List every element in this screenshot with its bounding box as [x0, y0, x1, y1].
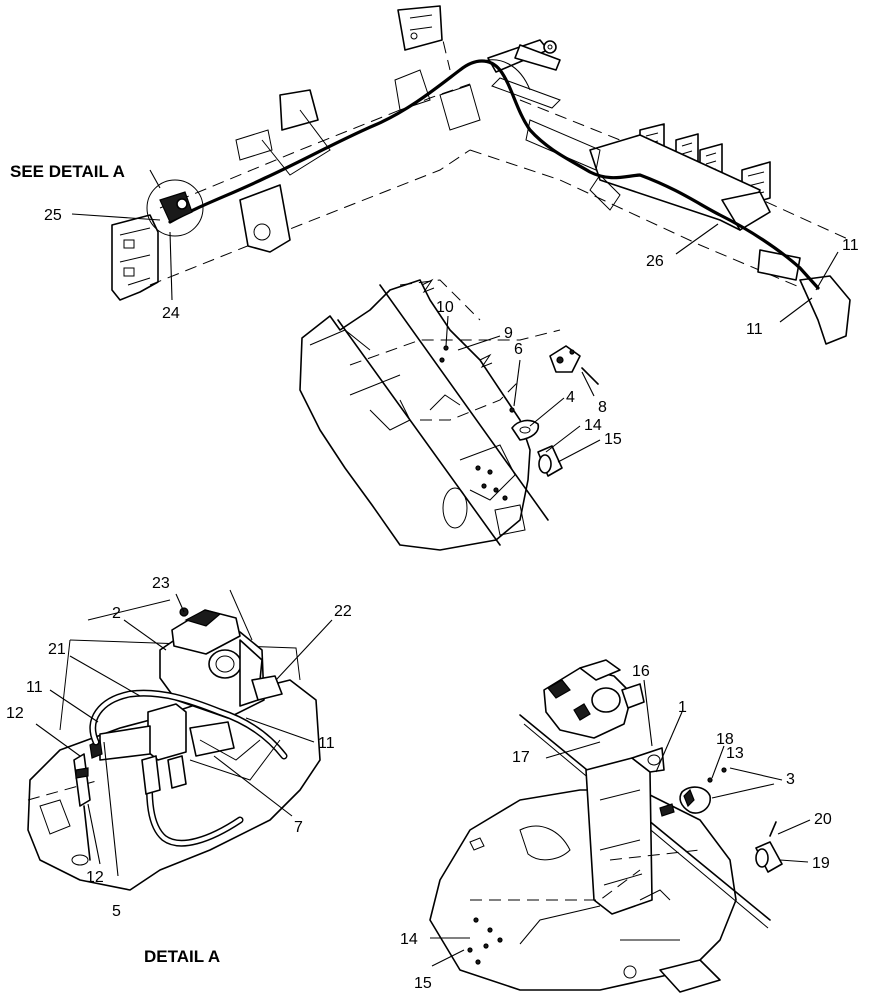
- detail-a-view: [27, 589, 321, 891]
- callout-14-bottom: 14: [400, 931, 418, 948]
- callout-2: 2: [112, 605, 121, 622]
- callout-11-top-b: 11: [746, 321, 763, 338]
- frame-assembly-view: [111, 5, 851, 345]
- callout-3: 3: [786, 771, 795, 788]
- callout-12-detail-a: 12: [6, 705, 24, 722]
- callout-23: 23: [152, 575, 170, 592]
- callout-15-bottom: 15: [414, 975, 432, 992]
- callout-7: 7: [294, 819, 303, 836]
- detail-a-circle: [146, 179, 204, 237]
- callout-4: 4: [566, 389, 575, 406]
- bracket-install-view: [429, 659, 783, 993]
- callout-17: 17: [512, 749, 530, 766]
- callout-1: 1: [678, 699, 687, 716]
- callout-10: 10: [436, 299, 454, 316]
- callout-9: 9: [504, 325, 513, 342]
- callout-22: 22: [334, 603, 352, 620]
- callout-16: 16: [632, 663, 650, 680]
- callout-15-mid: 15: [604, 431, 622, 448]
- callout-12-detail-b: 12: [86, 869, 104, 886]
- callout-8: 8: [598, 399, 607, 416]
- wiring-harness: [168, 59, 820, 290]
- callout-25: 25: [44, 207, 62, 224]
- callout-18: 18: [716, 731, 734, 748]
- callout-19: 19: [812, 855, 830, 872]
- callout-20: 20: [814, 811, 832, 828]
- callout-26: 26: [646, 253, 664, 270]
- leader-lines: [35, 169, 839, 967]
- callout-13: 13: [726, 745, 744, 762]
- callout-24: 24: [162, 305, 180, 322]
- callout-11-top-a: 11: [842, 237, 859, 254]
- detail-title: DETAIL A: [144, 947, 220, 966]
- callout-11-detail-a: 11: [26, 679, 43, 696]
- callout-21: 21: [48, 641, 66, 658]
- callout-6: 6: [514, 341, 523, 358]
- see-detail-label: SEE DETAIL A: [10, 162, 125, 181]
- callout-11-detail-b: 11: [318, 735, 335, 752]
- callout-5: 5: [112, 903, 121, 920]
- callout-14-mid: 14: [584, 417, 602, 434]
- mount-detail-view: [299, 278, 599, 551]
